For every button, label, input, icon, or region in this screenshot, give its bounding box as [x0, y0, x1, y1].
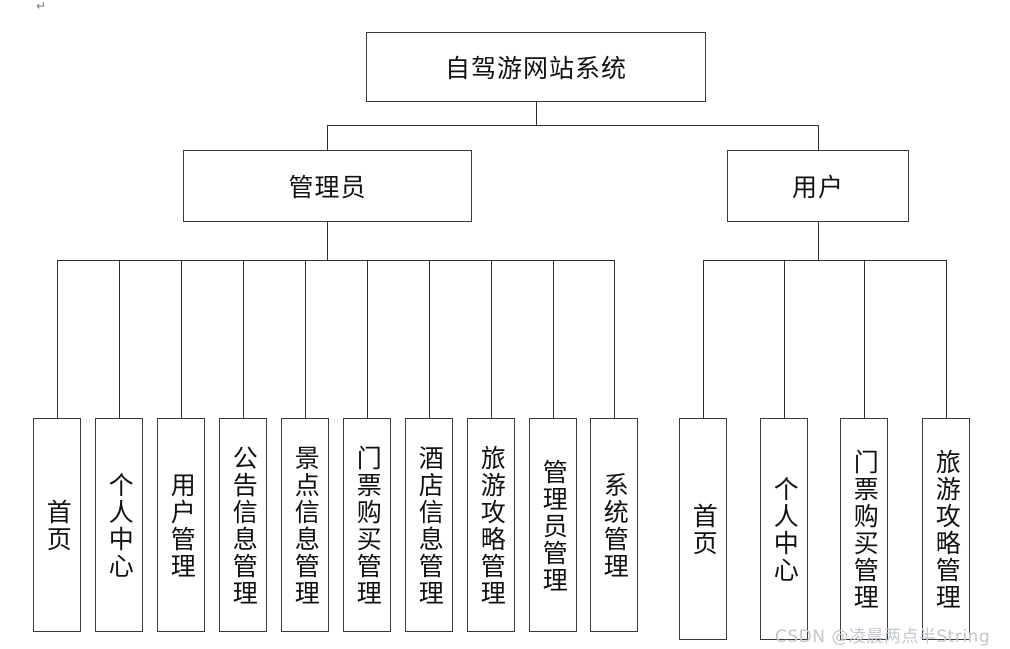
node-root-label: 自驾游网站系统 — [444, 54, 627, 83]
leaf-admin-8[interactable]: 管理员管理 — [529, 418, 577, 632]
leaf-admin-4-label: 景点信息管理 — [291, 445, 321, 607]
leaf-admin-6-label: 酒店信息管理 — [415, 445, 445, 607]
leaf-admin-7[interactable]: 旅游攻略管理 — [467, 418, 515, 632]
connector-admin-drop-6 — [429, 260, 430, 418]
connector-admin-drop-0 — [57, 260, 58, 418]
connector-admin-drop-3 — [243, 260, 244, 418]
connector-user-drop-2 — [864, 260, 865, 418]
pilcrow-artifact: ↵ — [36, 0, 47, 13]
leaf-admin-3[interactable]: 公告信息管理 — [219, 418, 267, 632]
connector-admin-drop-1 — [119, 260, 120, 418]
leaf-user-3-label: 旅游攻略管理 — [932, 449, 962, 611]
leaf-user-1-label: 个人中心 — [770, 476, 800, 584]
connector-user-drop-1 — [784, 260, 785, 418]
node-user[interactable]: 用户 — [727, 150, 909, 222]
connector-top-bus — [327, 125, 818, 126]
csdn-watermark: CSDN @凌晨两点半String — [775, 627, 991, 647]
leaf-admin-9-label: 系统管理 — [600, 472, 630, 580]
connector-drop-user — [818, 125, 819, 150]
leaf-admin-7-label: 旅游攻略管理 — [477, 445, 507, 607]
connector-user-drop-0 — [703, 260, 704, 418]
leaf-admin-4[interactable]: 景点信息管理 — [281, 418, 329, 632]
connector-admin-stem — [327, 222, 328, 260]
connector-admin-drop-5 — [367, 260, 368, 418]
connector-drop-admin — [327, 125, 328, 150]
leaf-admin-3-label: 公告信息管理 — [229, 445, 259, 607]
leaf-admin-5[interactable]: 门票购买管理 — [343, 418, 391, 632]
leaf-admin-1[interactable]: 个人中心 — [95, 418, 143, 632]
leaf-admin-6[interactable]: 酒店信息管理 — [405, 418, 453, 632]
node-user-label: 用户 — [791, 173, 844, 202]
connector-user-bus — [703, 260, 946, 261]
leaf-user-0[interactable]: 首页 — [679, 418, 727, 640]
connector-admin-drop-7 — [491, 260, 492, 418]
leaf-admin-2[interactable]: 用户管理 — [157, 418, 205, 632]
connector-user-stem — [818, 222, 819, 260]
connector-admin-drop-8 — [553, 260, 554, 418]
connector-root-stem — [536, 102, 537, 125]
leaf-user-1[interactable]: 个人中心 — [760, 418, 808, 640]
leaf-admin-1-label: 个人中心 — [105, 472, 135, 580]
leaf-admin-9[interactable]: 系统管理 — [590, 418, 638, 632]
leaf-user-0-label: 首页 — [689, 503, 719, 557]
node-root[interactable]: 自驾游网站系统 — [366, 32, 706, 102]
leaf-user-2-label: 门票购买管理 — [850, 449, 880, 611]
leaf-admin-0[interactable]: 首页 — [33, 418, 81, 632]
leaf-admin-5-label: 门票购买管理 — [353, 445, 383, 607]
connector-admin-drop-4 — [305, 260, 306, 418]
node-admin[interactable]: 管理员 — [183, 150, 472, 222]
leaf-admin-0-label: 首页 — [43, 499, 73, 553]
node-admin-label: 管理员 — [288, 173, 367, 202]
leaf-user-2[interactable]: 门票购买管理 — [840, 418, 888, 640]
connector-user-drop-3 — [946, 260, 947, 418]
connector-admin-drop-9 — [614, 260, 615, 418]
connector-admin-drop-2 — [181, 260, 182, 418]
connector-admin-bus — [57, 260, 614, 261]
leaf-admin-2-label: 用户管理 — [167, 472, 197, 580]
leaf-user-3[interactable]: 旅游攻略管理 — [922, 418, 970, 640]
leaf-admin-8-label: 管理员管理 — [539, 458, 569, 594]
